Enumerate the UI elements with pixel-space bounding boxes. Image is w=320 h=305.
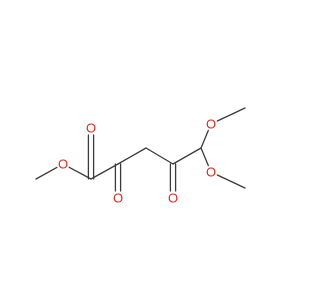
oxygen-atom-label: O [86,121,96,136]
single-bond [200,129,209,149]
atom-labels-layer: O O O O O O [58,117,216,206]
oxygen-atom-label: O [168,191,178,206]
single-bond [172,147,202,165]
structure-diagram: O O O O O O [35,107,246,206]
single-bond [68,166,92,180]
single-bond [216,174,246,189]
oxygen-atom-label: O [113,191,123,206]
oxygen-atom-label: O [206,117,216,132]
single-bond [90,163,119,180]
molecule-canvas: O O O O O O [35,107,246,206]
oxygen-atom-label: O [206,165,216,180]
oxygen-atom-label: O [58,157,68,172]
bonds-layer [35,107,246,192]
single-bond [117,147,147,165]
single-bond [145,147,174,165]
single-bond [35,166,58,180]
single-bond [216,107,246,122]
single-bond [200,147,209,167]
